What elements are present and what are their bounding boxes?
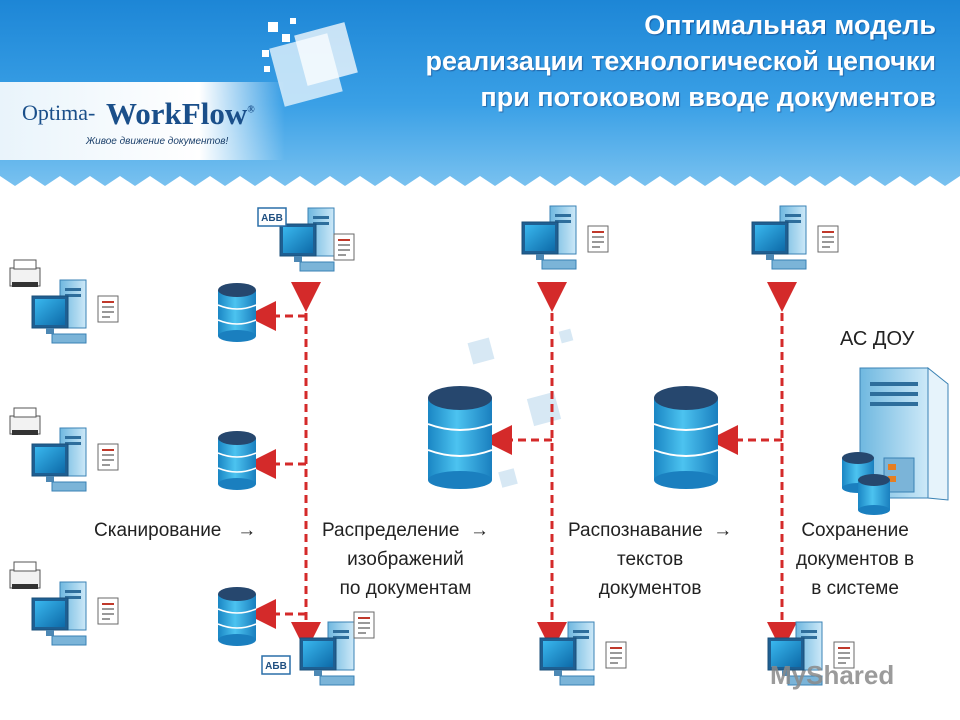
database-icon [217, 431, 257, 490]
stage-scanning-text: Сканирование [94, 520, 222, 541]
header-decoration [0, 18, 960, 190]
stage-recognition-line-2: текстов [616, 549, 684, 570]
header-banner: Optima- WorkFlow® Живое движение докумен… [0, 0, 960, 190]
stage-recognition-label: Распознавание → текстов документов [568, 516, 732, 603]
stage-distribution-label: Распределение → изображений по документа… [322, 516, 489, 603]
logo-prefix: Optima- [22, 100, 96, 125]
abv-badge-text: АБВ [265, 661, 287, 672]
scanner-workstation-icon [9, 259, 119, 344]
arrow-right-icon: → [237, 520, 257, 541]
distribution-workstation-icon [279, 207, 355, 272]
saving-workstation-icon [751, 205, 839, 270]
stage-saving-label: Сохранение документов в в системе [796, 516, 914, 603]
scanner-workstation-icon [9, 561, 119, 646]
stage-saving-line-1: Сохранение [801, 520, 909, 541]
logo-name-text: WorkFlow [106, 96, 248, 131]
watermark: MyShared [770, 660, 895, 690]
abv-badge-text: АБВ [261, 213, 283, 224]
abv-badge: АБВ [257, 207, 287, 227]
stage-scanning-label: Сканирование → [94, 516, 256, 545]
zigzag-border [0, 176, 960, 190]
large-database-icon [427, 386, 493, 489]
logo-background [0, 82, 285, 160]
logo-name: WorkFlow® [106, 96, 255, 132]
stage-recognition-line-1: Распознавание [568, 520, 703, 541]
stage-distribution-line-2: изображений [347, 549, 464, 570]
flow-lines [246, 282, 797, 652]
scanner-workstation-icon [9, 407, 119, 492]
title-line-2: реализации технологической цепочки [425, 46, 936, 76]
distribution-workstation-icon [299, 611, 375, 686]
arrow-right-icon: → [470, 520, 490, 541]
abv-badge: АБВ [261, 655, 291, 675]
large-database-icon [653, 386, 719, 489]
recognition-workstation-icon [521, 205, 609, 270]
database-icon [217, 587, 257, 646]
logo-tagline: Живое движение документов! [86, 136, 229, 147]
stage-recognition-line-3: документов [598, 578, 702, 599]
database-icon [217, 283, 257, 342]
arrow-right-icon: → [713, 520, 733, 541]
stage-saving-line-3: в системе [811, 578, 899, 599]
title-line-1: Оптимальная модель [644, 10, 936, 40]
stage-distribution-line-1: Распределение [322, 520, 460, 541]
server-rack-icon [842, 366, 949, 515]
title-line-3: при потоковом вводе документов [480, 82, 936, 112]
system-label: АС ДОУ [840, 328, 915, 350]
stage-distribution-line-3: по документам [339, 578, 472, 599]
stage-saving-line-2: документов в [796, 549, 915, 570]
logo-mark: ® [247, 104, 255, 116]
